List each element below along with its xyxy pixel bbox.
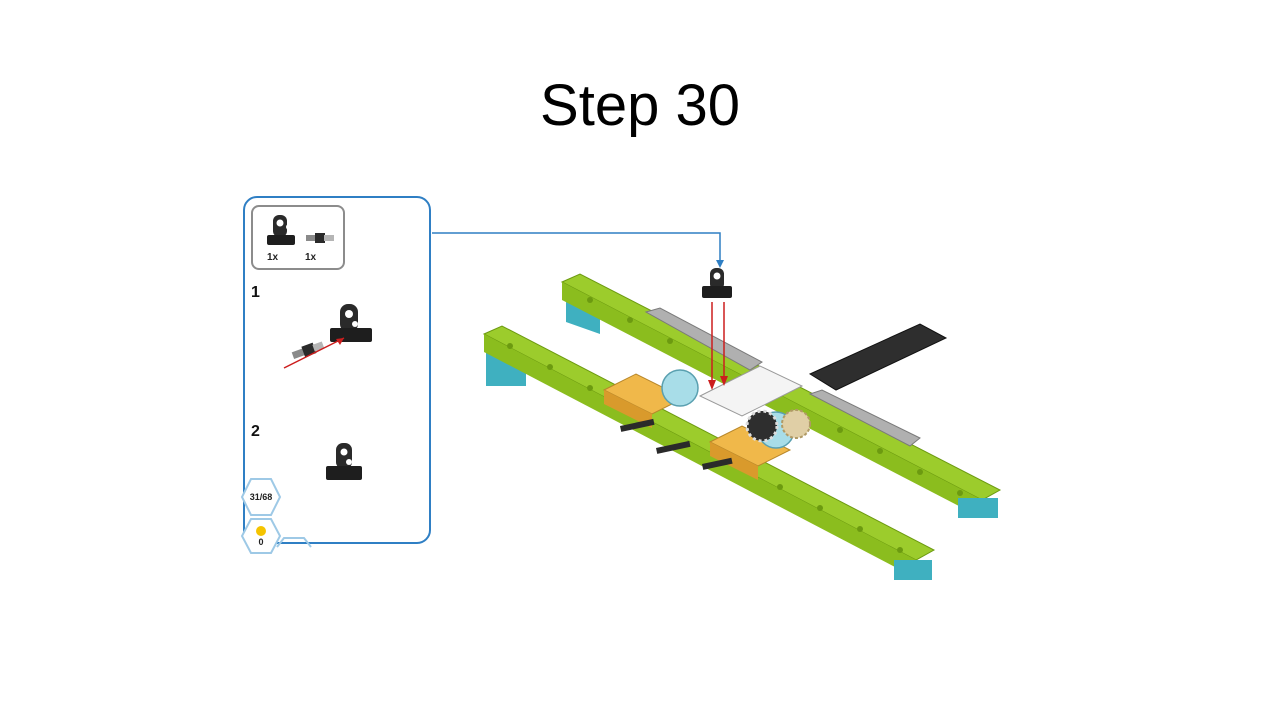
gray-beam [644,307,763,371]
gear [661,369,699,407]
part-qty-1: 1x [267,252,279,263]
substep-1-illustration [283,304,372,369]
black-axle [620,418,655,432]
black-plate [808,323,948,391]
teal-support [958,498,998,518]
gray-beam [808,389,921,447]
axle-pin-icon [306,233,334,243]
substep-2-illustration [326,443,362,480]
parts-list: 1x 1x [251,205,345,270]
page-counter: 31/68 [249,492,273,502]
black-axle [701,457,733,470]
beam-holes-back [587,297,963,496]
part-qty-2: 1x [305,252,317,263]
teal-support [566,302,600,334]
extra-badge [276,537,312,548]
slide-title: Step 30 [540,73,740,138]
beam-connector-icon [267,215,295,245]
gear [745,409,779,443]
substep-number-2: 2 [251,423,260,440]
white-plate [698,365,804,417]
gear [781,409,811,439]
beam-holes-front [507,343,903,553]
substep-number-1: 1 [251,284,260,301]
score-badge [240,518,282,554]
lime-beam-front [482,325,936,561]
score-counter: 0 [258,537,264,547]
model-illustration [482,268,1002,580]
beam-connector-icon [702,268,732,298]
black-axle [656,440,691,454]
teal-support [894,560,932,580]
page-counter-badge [240,478,282,516]
